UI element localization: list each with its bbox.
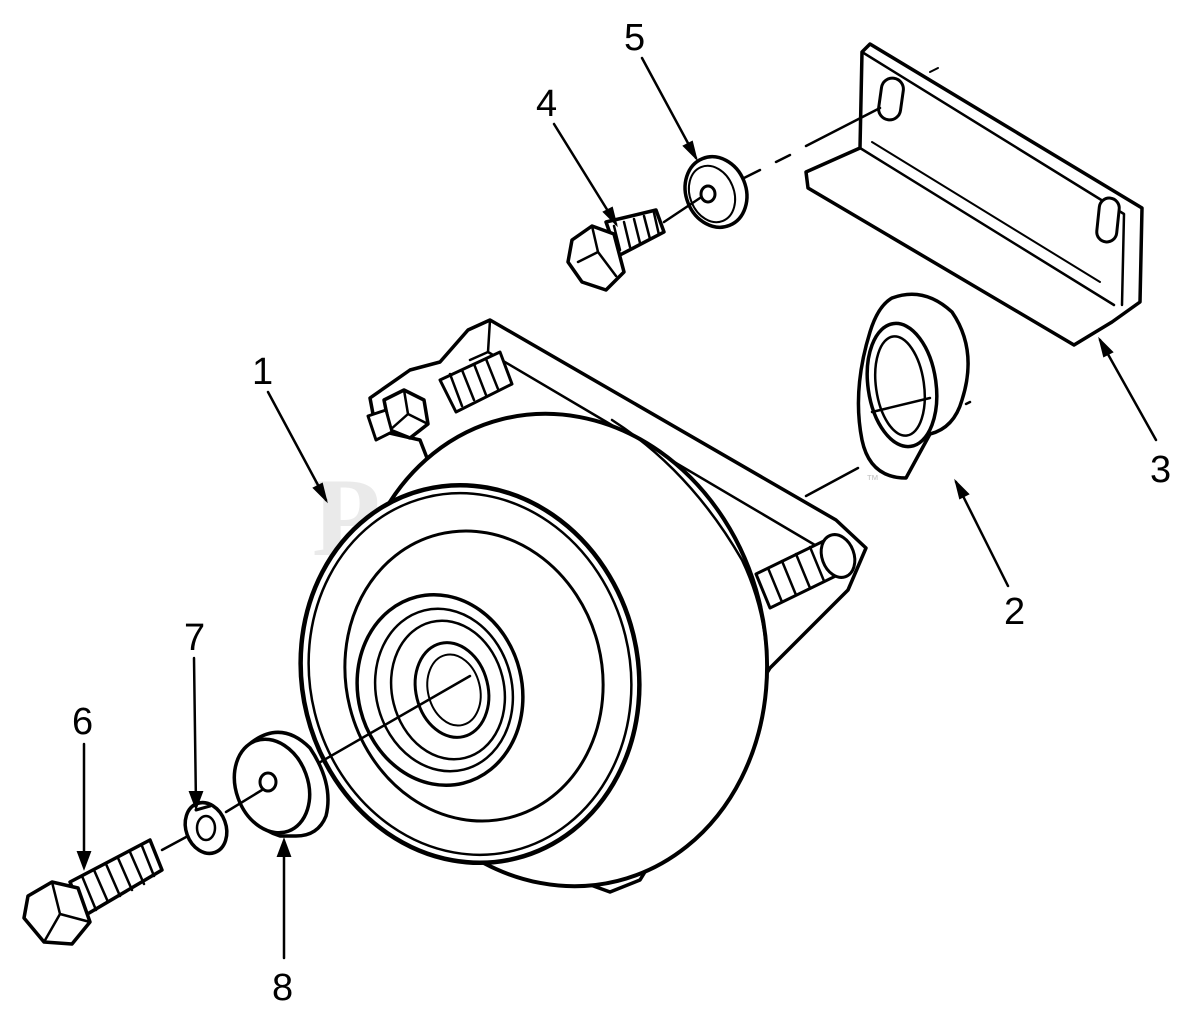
callout-3: 3 — [1150, 449, 1171, 491]
callout-4: 4 — [536, 83, 557, 125]
callout-1: 1 — [252, 351, 273, 393]
callout-5: 5 — [624, 17, 645, 59]
callout-8: 8 — [272, 967, 293, 1009]
callout-6: 6 — [72, 701, 93, 743]
part-7-lockwasher[interactable] — [178, 797, 233, 860]
leader-lines — [76, 56, 1158, 960]
part-6-bolt[interactable] — [22, 838, 164, 946]
callout-2: 2 — [1004, 591, 1025, 633]
part-1-clutch[interactable] — [261, 318, 868, 931]
watermark-trademark: ™ — [866, 472, 879, 487]
part-3-bracket[interactable] — [804, 42, 1144, 347]
part-2-spacer[interactable] — [856, 292, 970, 480]
part-8-washer[interactable] — [222, 729, 330, 844]
callout-7: 7 — [184, 617, 205, 659]
part-5-washer[interactable] — [675, 147, 758, 236]
part-4-bolt[interactable] — [566, 208, 666, 292]
